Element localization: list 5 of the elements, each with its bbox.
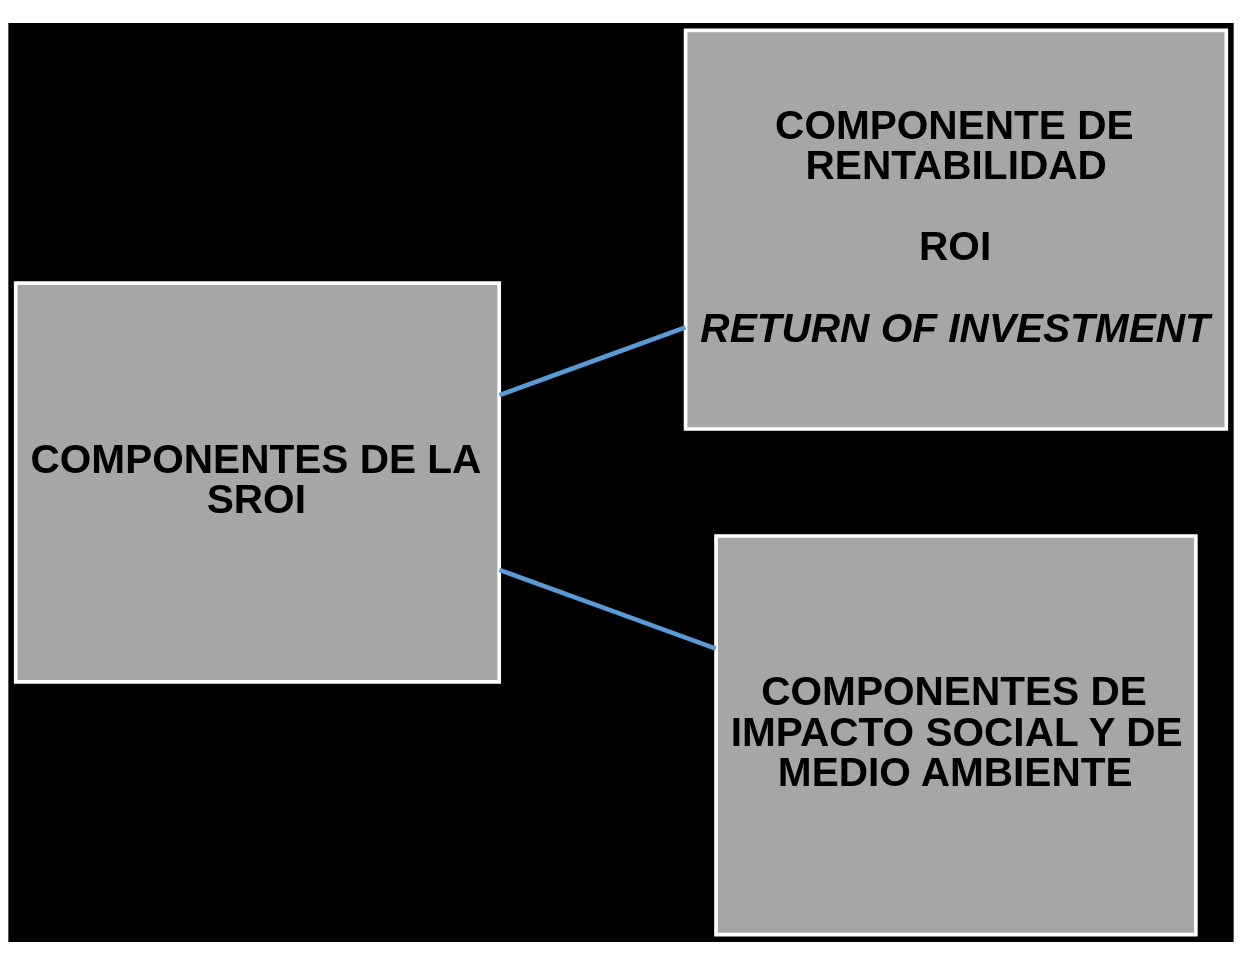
connector: [498, 567, 717, 651]
node-box: COMPONENTE DE RENTABILIDAD ROI RETURN OF INVESTMENT: [683, 28, 1229, 431]
node-box: COMPONENTES DE IMPACTO SOCIAL Y DE MEDIO AMBIENTE: [714, 534, 1198, 937]
connector: [498, 325, 687, 398]
node-box: COMPONENTES DE LA SROI: [13, 281, 502, 684]
